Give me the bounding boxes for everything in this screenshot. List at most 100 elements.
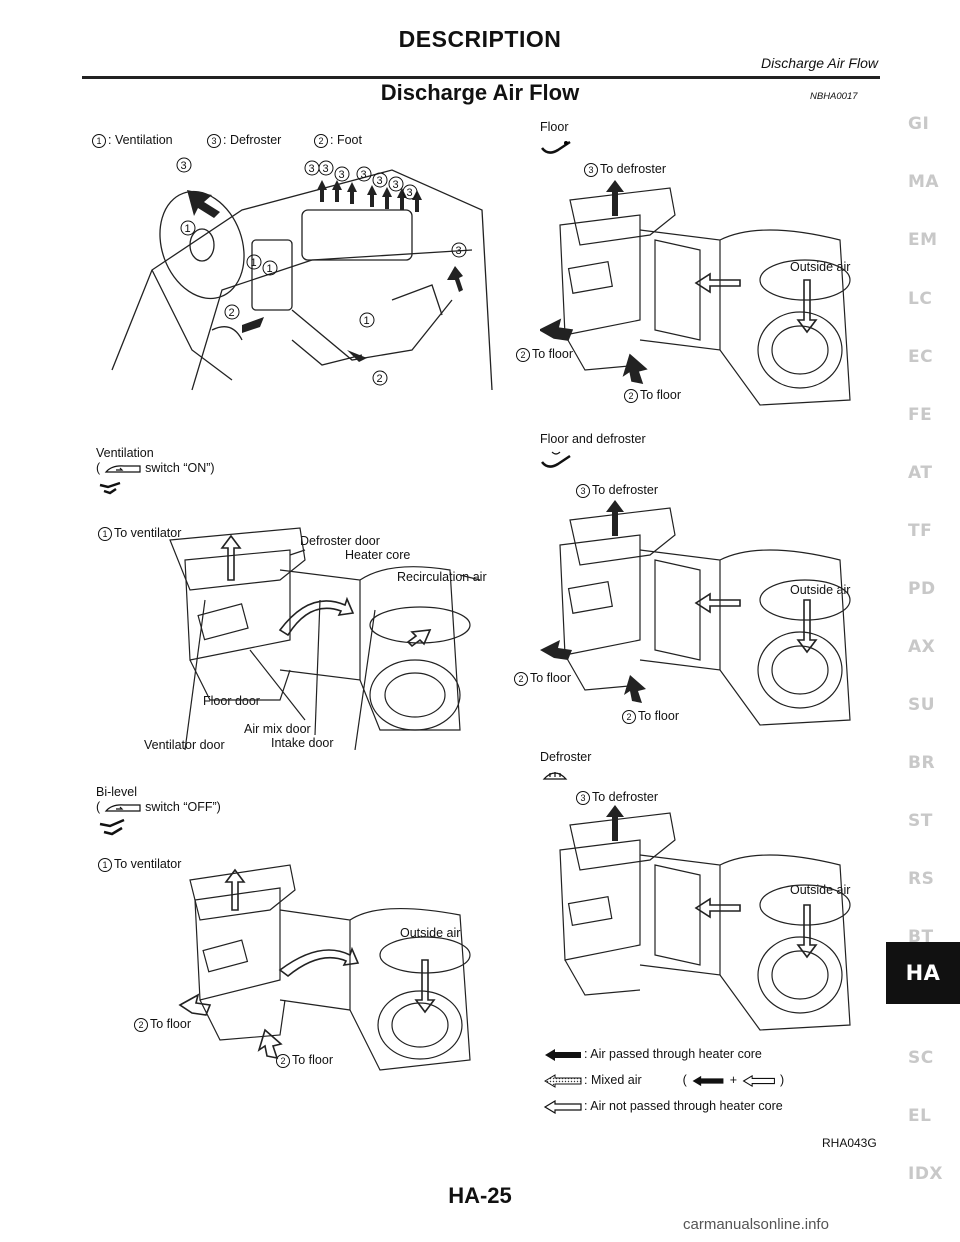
number-2-icon: 2 [314, 133, 328, 148]
mixed-air-arrow-icon [544, 1074, 582, 1088]
floor-unit-illustration [540, 180, 851, 406]
ventilation-unit-illustration [169, 527, 481, 750]
number-1-icon: 1 [98, 857, 112, 872]
number-2-icon: 2 [276, 1053, 290, 1068]
defroster-unit-illustration [559, 805, 851, 1031]
floor-defroster-unit-illustration [540, 500, 851, 726]
unheated-air-arrow-icon [543, 1100, 582, 1114]
section-header: DESCRIPTION [398, 26, 562, 52]
svg-text:3: 3 [309, 163, 315, 175]
svg-text:3: 3 [377, 175, 383, 187]
section-tab-ec[interactable]: EC [908, 347, 934, 367]
section-tab-fe[interactable]: FE [908, 405, 933, 425]
number-2-icon: 2 [516, 347, 530, 362]
section-tab-ma[interactable]: MA [908, 172, 940, 192]
floor-mode-icon [541, 140, 571, 154]
section-tab-idx[interactable]: IDX [908, 1164, 944, 1184]
number-3-icon: 3 [207, 133, 221, 148]
figure-reference: RHA043G [822, 1136, 877, 1150]
vent-mode-icon [99, 481, 121, 495]
watermark: carmanualsonline.info [683, 1216, 829, 1233]
section-tab-em[interactable]: EM [908, 230, 938, 250]
section-tab-gi[interactable]: GI [908, 114, 930, 134]
legend-ventilation: 1: Ventilation [92, 133, 173, 148]
bilevel-outside-air: Outside air [400, 926, 461, 940]
legend-foot: 2: Foot [314, 133, 362, 148]
svg-text:3: 3 [393, 179, 399, 191]
section-tab-pd[interactable]: PD [908, 579, 936, 599]
number-2-icon: 2 [622, 709, 636, 724]
section-tab-su[interactable]: SU [908, 695, 936, 715]
legend-defroster: 3: Defroster [207, 133, 281, 148]
defroster-heading: Defroster [540, 750, 592, 764]
svg-text:3: 3 [456, 245, 462, 257]
number-2-icon: 2 [134, 1017, 148, 1032]
svg-text:3: 3 [339, 169, 345, 181]
section-tab-st[interactable]: ST [908, 811, 933, 831]
svg-text:3: 3 [181, 160, 187, 172]
section-tab-br[interactable]: BR [908, 753, 936, 773]
label-ventilator-door: Ventilator door [144, 738, 225, 752]
svg-text:2: 2 [377, 373, 383, 385]
ventilation-switch-line: ( switch “ON”) [96, 461, 215, 475]
label-defroster-door: Defroster door [300, 534, 380, 548]
bilevel-mode-icon [99, 818, 125, 836]
section-tab-tf[interactable]: TF [908, 521, 933, 541]
heater-air-arrow-icon [692, 1075, 724, 1086]
bilevel-unit-illustration [178, 864, 471, 1071]
number-1-icon: 1 [98, 526, 112, 541]
number-1-icon: 1 [92, 133, 106, 148]
svg-text:1: 1 [185, 223, 191, 235]
section-tab-ha[interactable]: HA [886, 942, 960, 1004]
svg-text:1: 1 [251, 257, 257, 269]
section-tab-ax[interactable]: AX [908, 637, 936, 657]
def-outside-air: Outside air [790, 883, 851, 897]
bilevel-heading: Bi-level [96, 785, 137, 799]
section-tab-sc[interactable]: SC [908, 1048, 934, 1068]
heater-air-arrow-icon [545, 1049, 581, 1061]
label-intake-door: Intake door [271, 736, 334, 750]
section-tab-at[interactable]: AT [908, 463, 933, 483]
label-floor-door: Floor door [203, 694, 260, 708]
vent-switch-icon [104, 464, 141, 473]
svg-text:3: 3 [361, 169, 367, 181]
number-2-icon: 2 [624, 388, 638, 403]
fd-outside-air: Outside air [790, 583, 851, 597]
dashboard-illustration: 3 1 1 1 2 1 3 2 3 3 3 3 3 3 3 [111, 157, 493, 391]
svg-text:1: 1 [364, 315, 370, 327]
unheated-air-arrow-icon [742, 1074, 775, 1087]
section-tab-lc[interactable]: LC [908, 289, 933, 309]
legend-heater: : Air passed through heater core [584, 1047, 762, 1061]
floor-defroster-heading: Floor and defroster [540, 432, 646, 446]
page-number: HA-25 [448, 1183, 512, 1208]
section-tab-el[interactable]: EL [908, 1106, 932, 1126]
svg-text:3: 3 [407, 187, 413, 199]
header-rule [82, 76, 880, 79]
page-title: Discharge Air Flow [380, 80, 580, 105]
section-tab-rs[interactable]: RS [908, 869, 935, 889]
label-air-mix-door: Air mix door [244, 722, 311, 736]
number-3-icon: 3 [584, 162, 598, 177]
section-subtitle: Discharge Air Flow [761, 55, 878, 71]
section-code: NBHA0017 [810, 91, 858, 102]
number-3-icon: 3 [576, 790, 590, 805]
legend-not-heater: : Air not passed through heater core [584, 1099, 783, 1113]
defroster-mode-icon [542, 772, 568, 780]
svg-text:1: 1 [267, 263, 273, 275]
bilevel-switch-line: ( switch “OFF”) [96, 800, 221, 814]
svg-text:3: 3 [323, 163, 329, 175]
number-3-icon: 3 [576, 483, 590, 498]
legend-mixed: : Mixed air ( + ) [584, 1073, 785, 1087]
label-recirculation-air: Recirculation air [397, 570, 487, 584]
